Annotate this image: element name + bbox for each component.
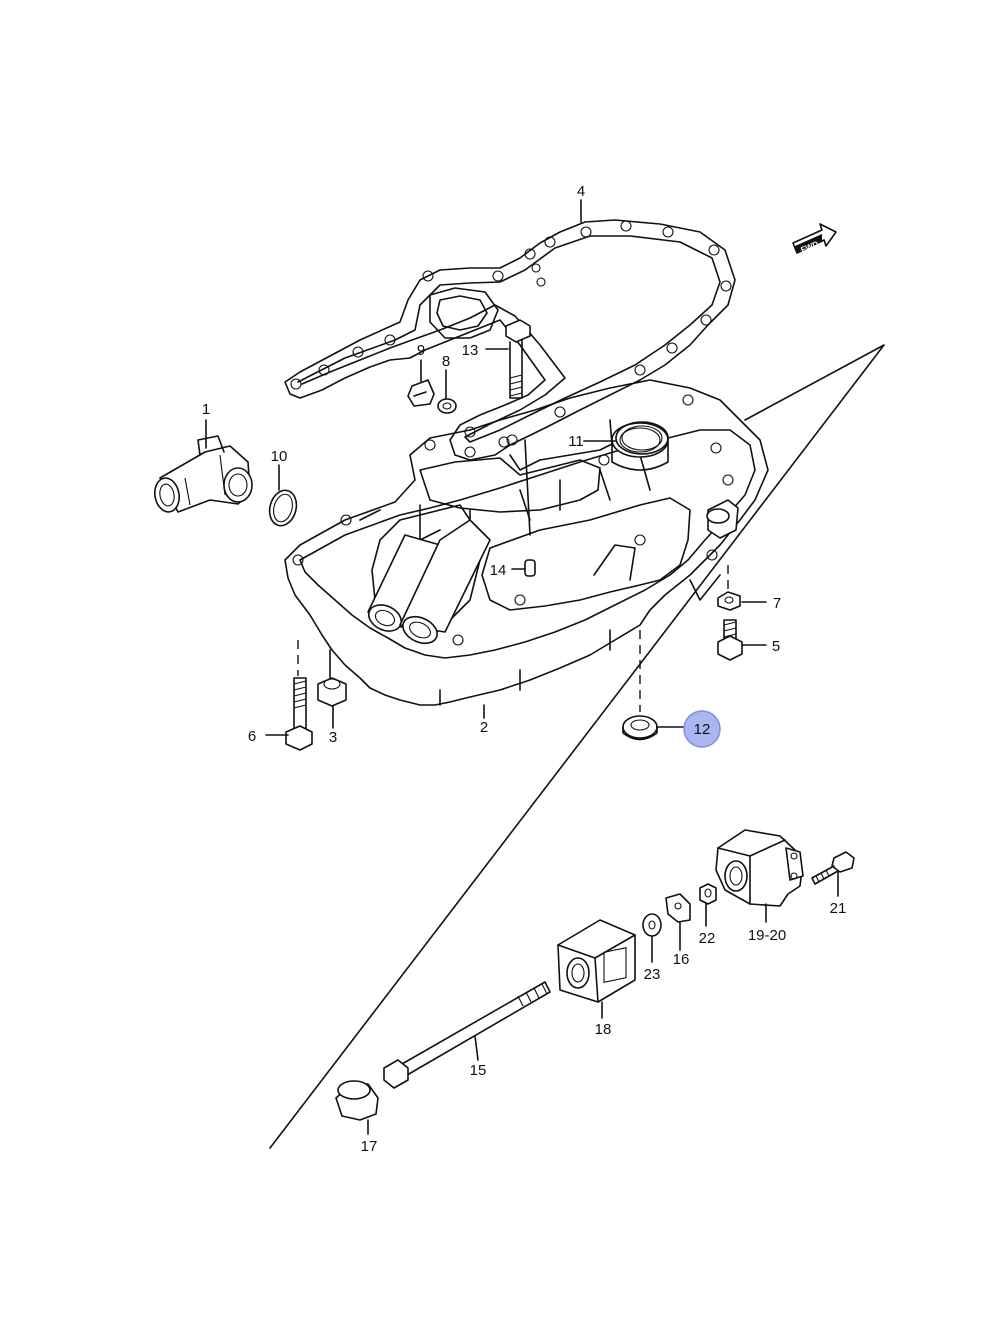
bolt-part-15[interactable]: [383, 981, 551, 1089]
bolt-part-5[interactable]: [717, 619, 743, 661]
callout-2[interactable]: 2: [480, 719, 488, 736]
callout-11[interactable]: 11: [568, 433, 584, 450]
plug-part-9[interactable]: [407, 379, 435, 407]
callout-23[interactable]: 23: [644, 966, 661, 983]
dowel-part-14[interactable]: [524, 559, 536, 577]
washer-part-23[interactable]: [642, 913, 662, 937]
callout-8[interactable]: 8: [442, 353, 450, 370]
washer-part-12[interactable]: [622, 715, 658, 741]
washer-part-8[interactable]: [437, 398, 457, 414]
nut-part-22[interactable]: [699, 883, 717, 905]
bolt-part-6[interactable]: [285, 677, 313, 751]
callout-3[interactable]: 3: [329, 729, 337, 746]
callout-10[interactable]: 10: [271, 448, 288, 465]
nut-part-7[interactable]: [717, 591, 741, 611]
callout-16[interactable]: 16: [673, 951, 690, 968]
inset-divider: [269, 344, 885, 1149]
oring-part-10[interactable]: [266, 487, 300, 529]
callout-5[interactable]: 5: [772, 638, 780, 655]
mount-part-19-20[interactable]: [715, 829, 804, 907]
callout-4[interactable]: 4: [577, 183, 585, 200]
gasket-part-4[interactable]: [284, 219, 736, 461]
leader-lines: [205, 199, 839, 1135]
callout-22[interactable]: 22: [699, 930, 716, 947]
screw-part-21[interactable]: [811, 851, 855, 885]
mount-part-18[interactable]: [557, 919, 636, 1003]
elbow-part-1[interactable]: [152, 435, 253, 514]
callout-15[interactable]: 15: [470, 1062, 487, 1079]
callout-19-20[interactable]: 19-20: [748, 927, 786, 944]
seal-part-11[interactable]: [615, 421, 669, 455]
oil-pan-part-2[interactable]: [284, 379, 769, 706]
callout-21[interactable]: 21: [830, 900, 847, 917]
fwd-arrow-icon: FWD: [792, 223, 837, 255]
plate-part-16[interactable]: [665, 893, 691, 923]
highlight-marker: [683, 710, 721, 748]
bolt-part-13[interactable]: [505, 319, 531, 399]
callout-7[interactable]: 7: [773, 595, 781, 612]
callout-9[interactable]: 9: [417, 342, 425, 359]
callout-1[interactable]: 1: [202, 401, 210, 418]
callout-13[interactable]: 13: [462, 342, 479, 359]
callout-12[interactable]: 12: [694, 721, 711, 738]
callout-17[interactable]: 17: [361, 1138, 378, 1155]
collar-part-3[interactable]: [317, 677, 347, 707]
cap-part-17[interactable]: [335, 1080, 379, 1121]
callout-18[interactable]: 18: [595, 1021, 612, 1038]
callout-6[interactable]: 6: [248, 728, 256, 745]
callout-14[interactable]: 14: [490, 562, 507, 579]
